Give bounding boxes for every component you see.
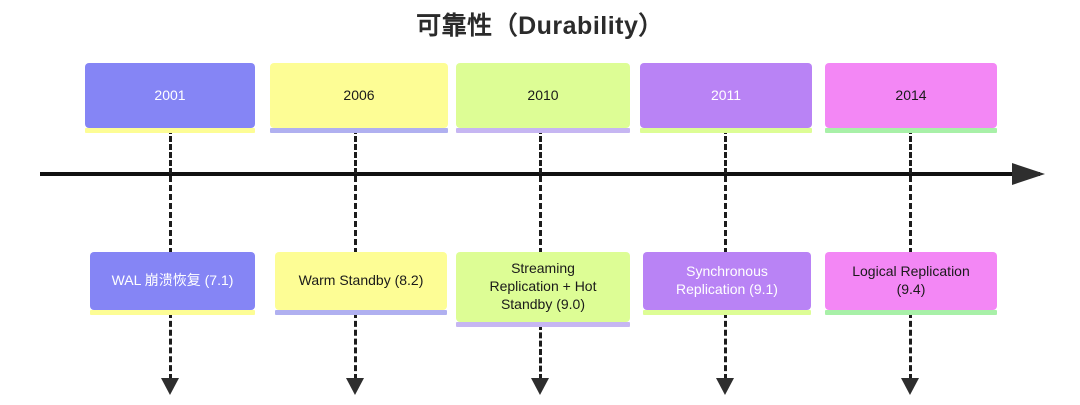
year-card-bar	[85, 128, 255, 133]
year-card[interactable]: 2011	[640, 63, 812, 128]
year-card[interactable]: 2006	[270, 63, 448, 128]
connector-line-lower	[539, 324, 542, 380]
year-card[interactable]: 2010	[456, 63, 630, 128]
connector-line-middle	[909, 176, 912, 254]
event-card[interactable]: Streaming Replication + Hot Standby (9.0…	[456, 252, 630, 322]
year-card-bar	[270, 128, 448, 133]
year-card[interactable]: 2001	[85, 63, 255, 128]
connector-arrowhead	[161, 378, 179, 395]
event-label: Synchronous Replication (9.1)	[676, 263, 778, 297]
event-card-bar	[643, 310, 811, 315]
year-card[interactable]: 2014	[825, 63, 997, 128]
event-card-bar	[825, 310, 997, 315]
connector-line-middle	[724, 176, 727, 254]
event-card-bar	[90, 310, 255, 315]
event-label: Warm Standby (8.2)	[298, 272, 424, 289]
year-card-bar	[825, 128, 997, 133]
connector-line-middle	[354, 176, 357, 254]
year-label: 2001	[154, 86, 186, 103]
year-label: 2006	[343, 86, 375, 103]
year-card-bar	[456, 128, 630, 133]
year-label: 2011	[710, 86, 742, 103]
event-card[interactable]: Synchronous Replication (9.1)	[643, 252, 811, 310]
connector-arrowhead	[716, 378, 734, 395]
connector-line-upper	[724, 128, 727, 174]
connector-line-upper	[169, 128, 172, 174]
connector-line-upper	[539, 128, 542, 174]
connector-line-upper	[354, 128, 357, 174]
event-label: Logical Replication (9.4)	[852, 263, 970, 297]
connector-line-lower	[909, 312, 912, 380]
connector-arrowhead	[531, 378, 549, 395]
connector-line-middle	[169, 176, 172, 254]
event-card-bar	[275, 310, 447, 315]
connector-line-middle	[539, 176, 542, 254]
year-card-bar	[640, 128, 812, 133]
connector-line-lower	[724, 312, 727, 380]
year-label: 2014	[895, 86, 927, 103]
timeline-axis-line	[40, 172, 1040, 176]
connector-line-lower	[354, 312, 357, 380]
page-title: 可靠性（Durability）	[416, 12, 664, 40]
connector-arrowhead	[346, 378, 364, 395]
event-label: WAL 崩溃恢复 (7.1)	[111, 272, 234, 289]
connector-line-lower	[169, 312, 172, 380]
year-label: 2010	[527, 86, 559, 103]
event-card[interactable]: Warm Standby (8.2)	[275, 252, 447, 310]
timeline-axis-arrowhead	[1012, 163, 1045, 185]
event-label: Streaming Replication + Hot Standby (9.0…	[489, 260, 597, 312]
event-card[interactable]: Logical Replication (9.4)	[825, 252, 997, 310]
connector-arrowhead	[901, 378, 919, 395]
connector-line-upper	[909, 128, 912, 174]
event-card-bar	[456, 322, 630, 327]
event-card[interactable]: WAL 崩溃恢复 (7.1)	[90, 252, 255, 310]
